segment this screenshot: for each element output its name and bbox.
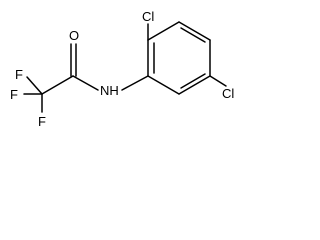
chlorine-ortho-label: Cl <box>142 9 154 24</box>
oxygen-label: O <box>69 28 79 43</box>
ring-bond-3 <box>178 21 211 41</box>
nitrogen-h-label: NH <box>100 83 119 98</box>
fluorine-top-label: F <box>15 67 23 82</box>
ring-double-bond-2 <box>180 27 206 43</box>
ring-bond-6 <box>147 75 180 95</box>
ring-double-bond-3 <box>180 73 206 89</box>
ring-bond-5 <box>178 75 211 95</box>
bond-ring-cl-meta <box>209 75 227 87</box>
fluorine-bottom-label: F <box>38 114 46 129</box>
bond-carbonyl-n <box>72 75 99 91</box>
ring-bond-2 <box>147 21 180 41</box>
molecule-structure-diagram: O NH Cl Cl F F F <box>10 9 234 129</box>
bond-cf3-carbonyl <box>41 75 74 95</box>
fluorine-left-label: F <box>10 87 18 102</box>
bond-n-ring <box>121 75 149 91</box>
chlorine-meta-label: Cl <box>222 86 234 101</box>
bond-c-f-top <box>26 76 43 95</box>
